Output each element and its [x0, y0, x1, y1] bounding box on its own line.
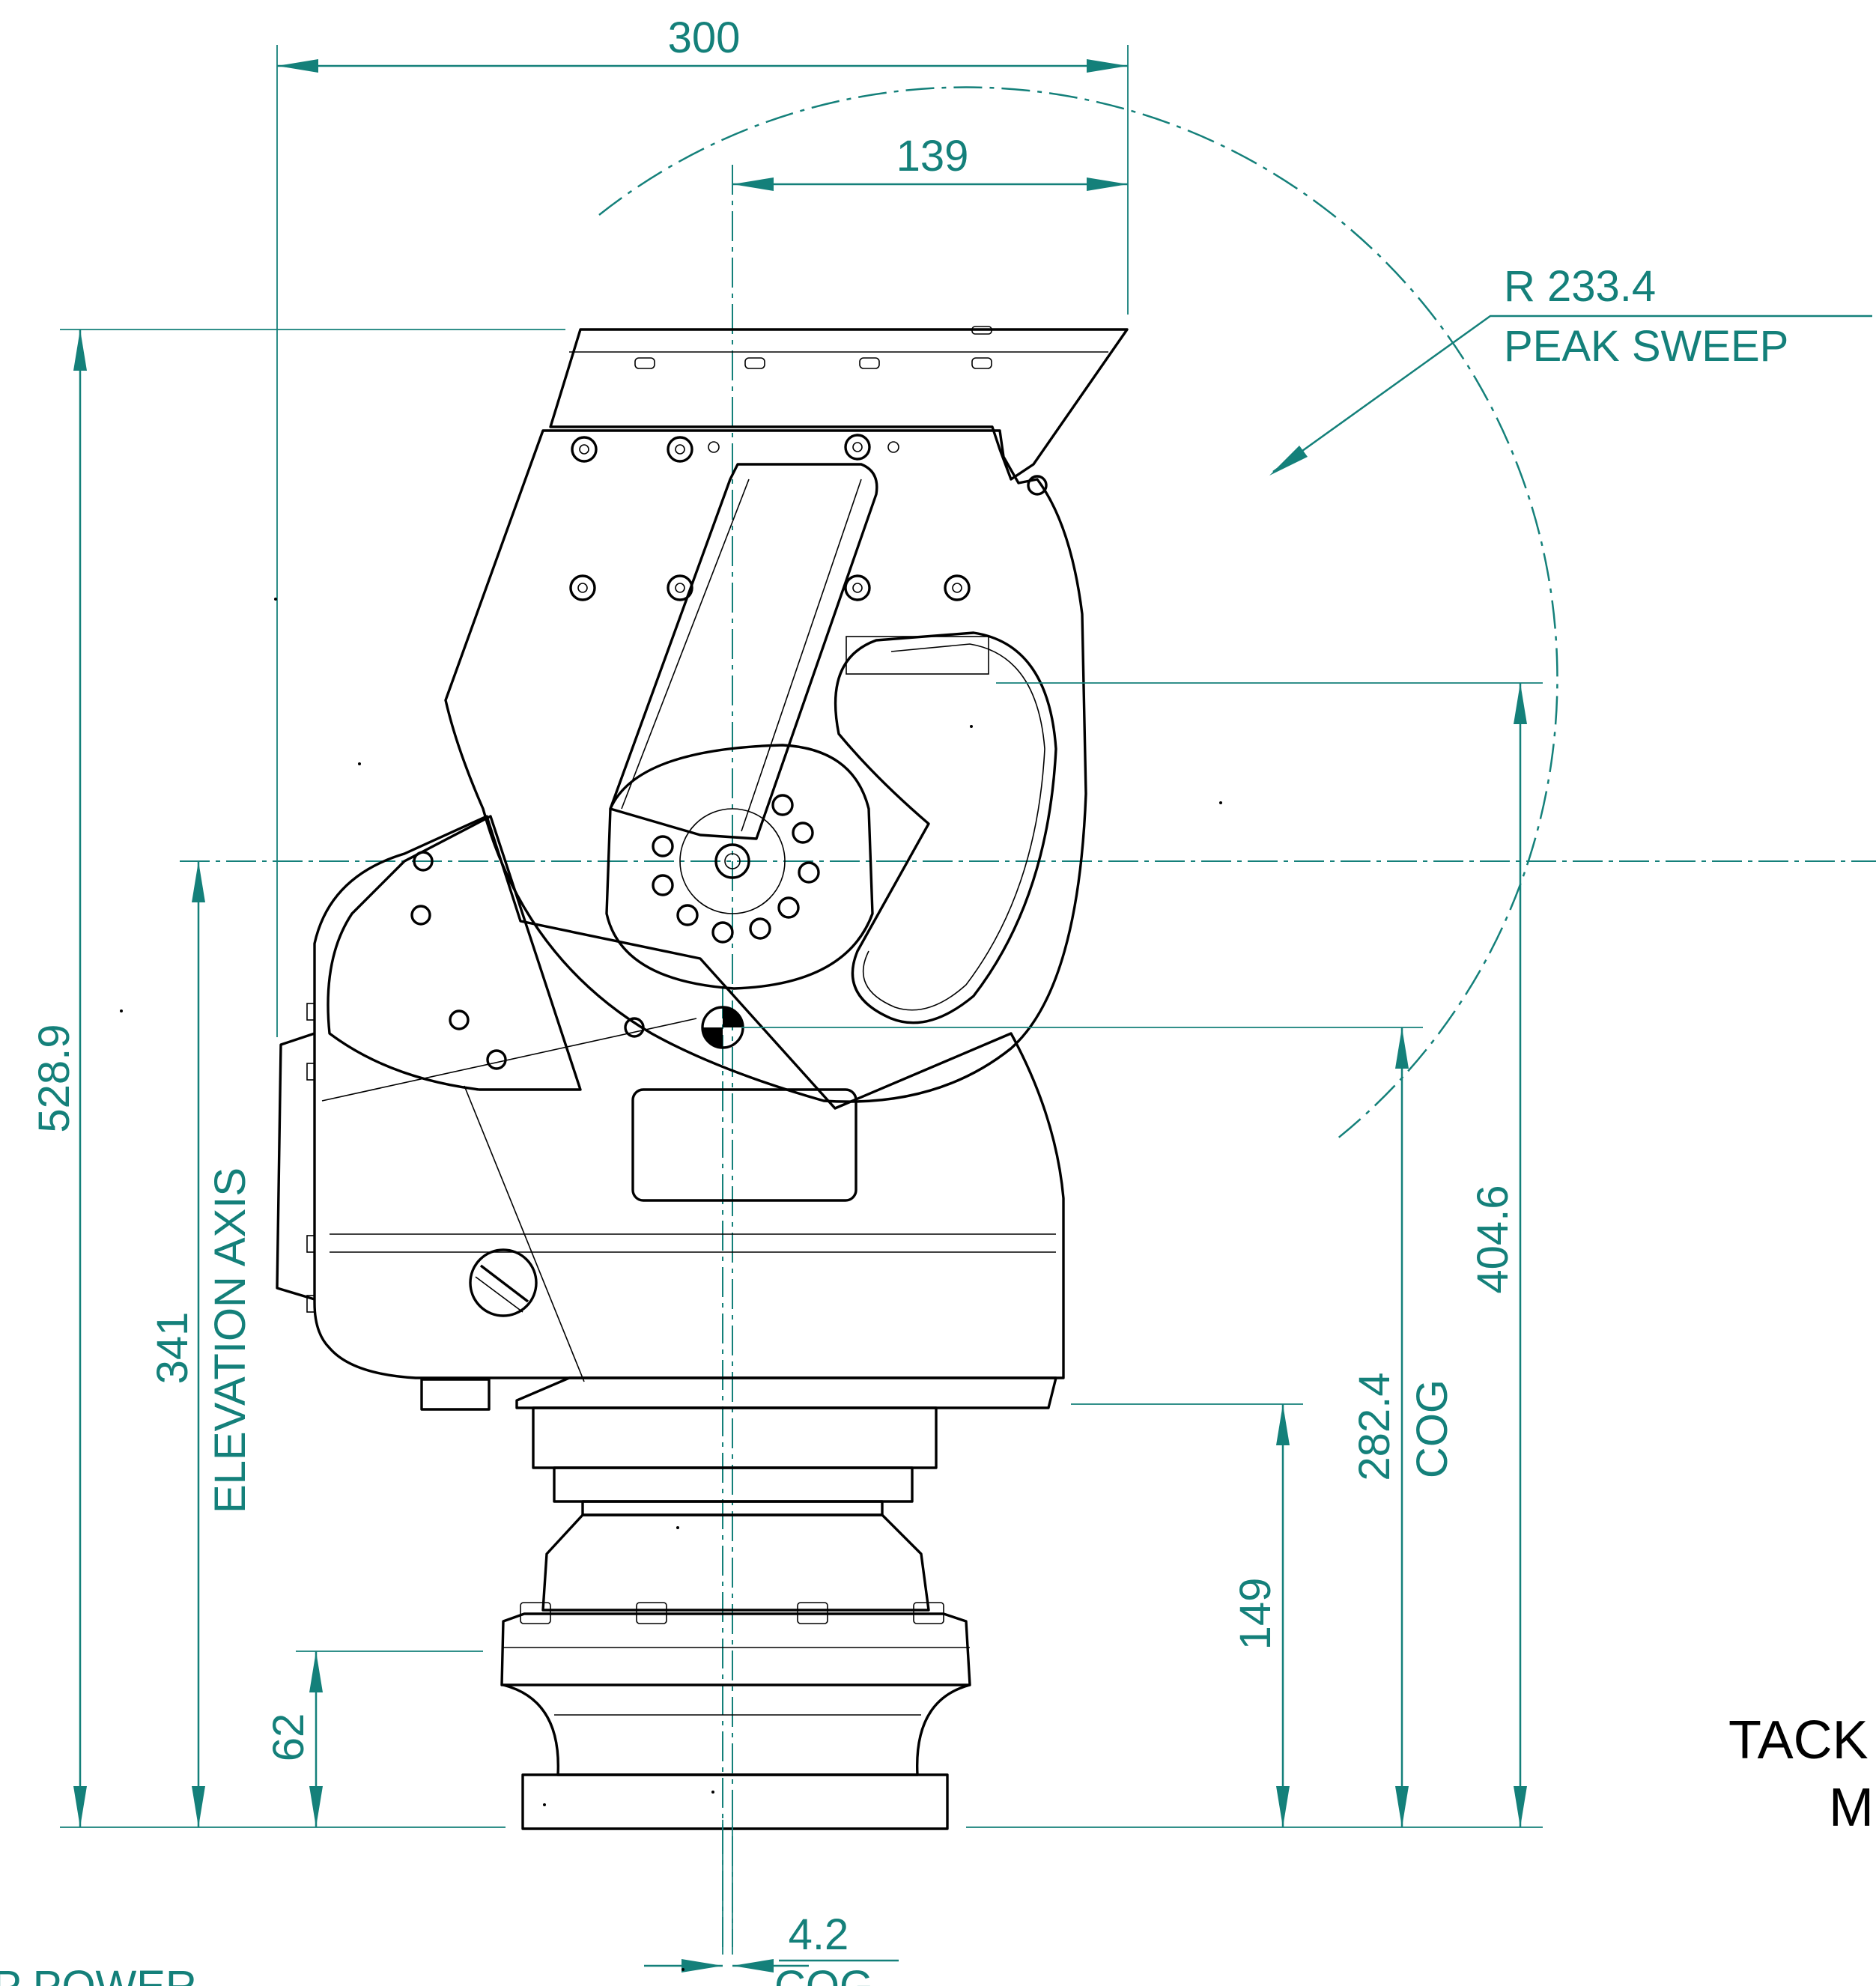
dim-62: 62 [264, 1713, 313, 1762]
cog-marker [701, 1006, 744, 1049]
note-m: M [1829, 1778, 1874, 1838]
elevation-hub [605, 744, 874, 990]
cable-gland [469, 1248, 538, 1317]
dim-149: 149 [1231, 1578, 1280, 1651]
note-power: P POWER [0, 1962, 197, 1986]
yoke-slot [834, 631, 1057, 1024]
dim-404-6: 404.6 [1469, 1185, 1517, 1293]
tilt-yoke [444, 429, 1087, 1103]
yoke-bolts [569, 434, 1048, 601]
centerlines [180, 165, 1876, 1947]
top-plate [549, 328, 1129, 481]
sweep-label: PEAK SWEEP [1504, 322, 1788, 371]
cog-height-label: COG [1408, 1379, 1457, 1478]
dim-528-9: 528.9 [30, 1024, 79, 1132]
access-panel [631, 1088, 857, 1202]
peak-sweep-arc [598, 86, 1558, 1143]
cog-offset-label: COG [774, 1962, 873, 1986]
radius-leader [1272, 315, 1872, 473]
elevation-axis-label: ELEVATION AXIS [206, 1167, 255, 1513]
note-tack: TACK [1728, 1710, 1869, 1770]
sweep-radius: R 233.4 [1504, 262, 1656, 311]
dim-300: 300 [668, 13, 741, 62]
dim-4-2: 4.2 [789, 1910, 849, 1959]
tilt-arm-bar [609, 463, 878, 840]
top-plate-slots [634, 326, 992, 369]
extension-lines [60, 45, 1543, 1955]
pan-tilt-head-outline [276, 326, 1129, 1830]
side-lug [276, 1032, 315, 1301]
pan-base [500, 1376, 1057, 1830]
dim-282-4: 282.4 [1350, 1372, 1399, 1481]
dimension-lines [73, 59, 1872, 1973]
dim-341: 341 [148, 1312, 197, 1385]
dim-139: 139 [896, 132, 969, 180]
drawing-specks [120, 598, 1222, 1971]
pan-body [313, 815, 1065, 1379]
bottom-connector [420, 1378, 491, 1411]
motor-housing [327, 815, 582, 1091]
